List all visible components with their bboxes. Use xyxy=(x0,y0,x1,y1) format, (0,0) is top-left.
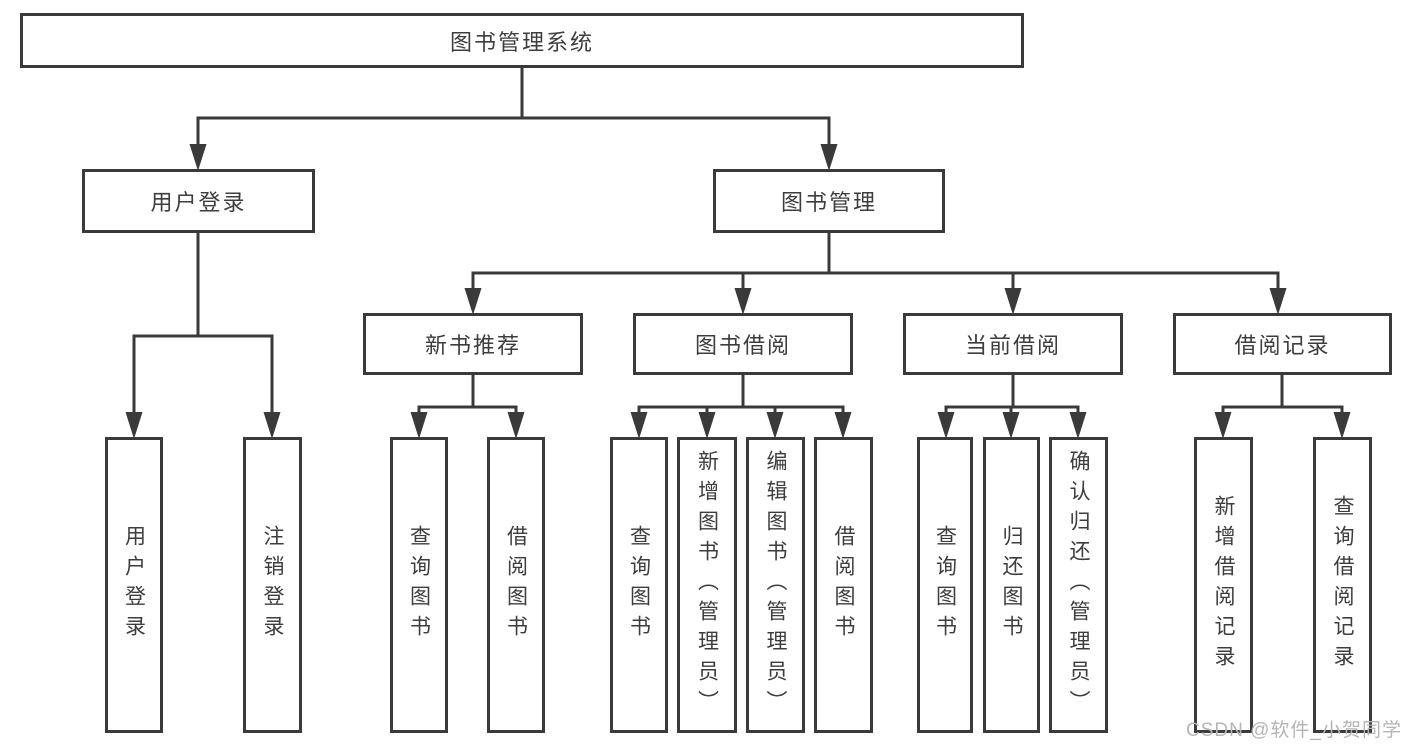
node-query-borrow-record: 查询借阅记录 xyxy=(1313,437,1372,733)
arrow-down-icon xyxy=(734,288,752,315)
arrow-down-icon xyxy=(630,412,648,439)
arrow-down-icon xyxy=(1002,412,1020,439)
node-library-management-system: 图书管理系统 xyxy=(20,13,1024,68)
node-borrow-books-borrowing: 借阅图书 xyxy=(814,437,873,733)
arrow-down-icon xyxy=(464,288,482,315)
node-borrow-books-borrowing-label: 借阅图书 xyxy=(832,525,856,645)
node-query-books-recommend: 查询图书 xyxy=(390,437,448,733)
node-book-management-label: 图书管理 xyxy=(780,190,877,215)
node-logout-action-label: 注销登录 xyxy=(261,525,285,645)
node-add-books-admin-label: 新增图书（管理员） xyxy=(695,450,719,720)
node-user-login-action: 用户登录 xyxy=(105,437,163,733)
node-query-books-borrowing-label: 查询图书 xyxy=(627,525,651,645)
node-confirm-return-admin: 确认归还（管理员） xyxy=(1049,437,1108,733)
arrow-down-icon xyxy=(263,412,281,439)
node-current-borrowing-label: 当前借阅 xyxy=(964,333,1061,358)
node-borrow-books-recommend-label: 借阅图书 xyxy=(504,525,528,645)
node-add-borrow-record-label: 新增借阅记录 xyxy=(1212,495,1236,675)
arrow-down-icon xyxy=(766,412,784,439)
node-add-books-admin: 新增图书（管理员） xyxy=(677,437,737,733)
node-library-management-system-label: 图书管理系统 xyxy=(449,29,594,55)
node-user-login-action-label: 用户登录 xyxy=(122,525,146,645)
arrow-down-icon xyxy=(1333,412,1351,439)
node-borrowing-records-label: 借阅记录 xyxy=(1234,333,1331,358)
arrow-down-icon xyxy=(1004,288,1022,315)
node-query-borrow-record-label: 查询借阅记录 xyxy=(1331,495,1355,675)
node-user-login-label: 用户登录 xyxy=(150,190,247,215)
arrow-down-icon xyxy=(1269,288,1287,315)
node-edit-books-admin-label: 编辑图书（管理员） xyxy=(764,450,788,720)
arrow-down-icon xyxy=(507,412,525,439)
arrow-down-icon xyxy=(1214,412,1232,439)
arrow-down-icon xyxy=(1069,412,1087,439)
node-edit-books-admin: 编辑图书（管理员） xyxy=(746,437,805,733)
node-book-management: 图书管理 xyxy=(713,169,945,233)
arrow-down-icon xyxy=(410,412,428,439)
node-return-books-label: 归还图书 xyxy=(1000,525,1024,645)
node-confirm-return-admin-label: 确认归还（管理员） xyxy=(1067,450,1091,720)
arrow-down-icon xyxy=(698,412,716,439)
node-query-books-recommend-label: 查询图书 xyxy=(407,525,431,645)
node-query-books-current: 查询图书 xyxy=(917,437,973,733)
node-book-borrowing-label: 图书借阅 xyxy=(694,333,791,358)
node-user-login: 用户登录 xyxy=(82,169,315,233)
arrow-down-icon xyxy=(189,144,207,171)
node-query-books-borrowing: 查询图书 xyxy=(610,437,668,733)
node-return-books: 归还图书 xyxy=(983,437,1040,733)
node-current-borrowing: 当前借阅 xyxy=(903,313,1123,375)
node-new-book-recommend: 新书推荐 xyxy=(363,313,583,375)
csdn-watermark: CSDN @软件_小贺同学 xyxy=(1186,720,1402,741)
node-new-book-recommend-label: 新书推荐 xyxy=(424,333,521,358)
node-logout-action: 注销登录 xyxy=(243,437,302,733)
arrow-down-icon xyxy=(834,412,852,439)
node-borrowing-records: 借阅记录 xyxy=(1173,313,1392,375)
node-borrow-books-recommend: 借阅图书 xyxy=(487,437,545,733)
arrow-down-icon xyxy=(125,412,143,439)
node-query-books-current-label: 查询图书 xyxy=(933,525,957,645)
arrow-down-icon xyxy=(937,412,955,439)
node-add-borrow-record: 新增借阅记录 xyxy=(1194,437,1253,733)
node-book-borrowing: 图书借阅 xyxy=(633,313,853,375)
arrow-down-icon xyxy=(820,144,838,171)
